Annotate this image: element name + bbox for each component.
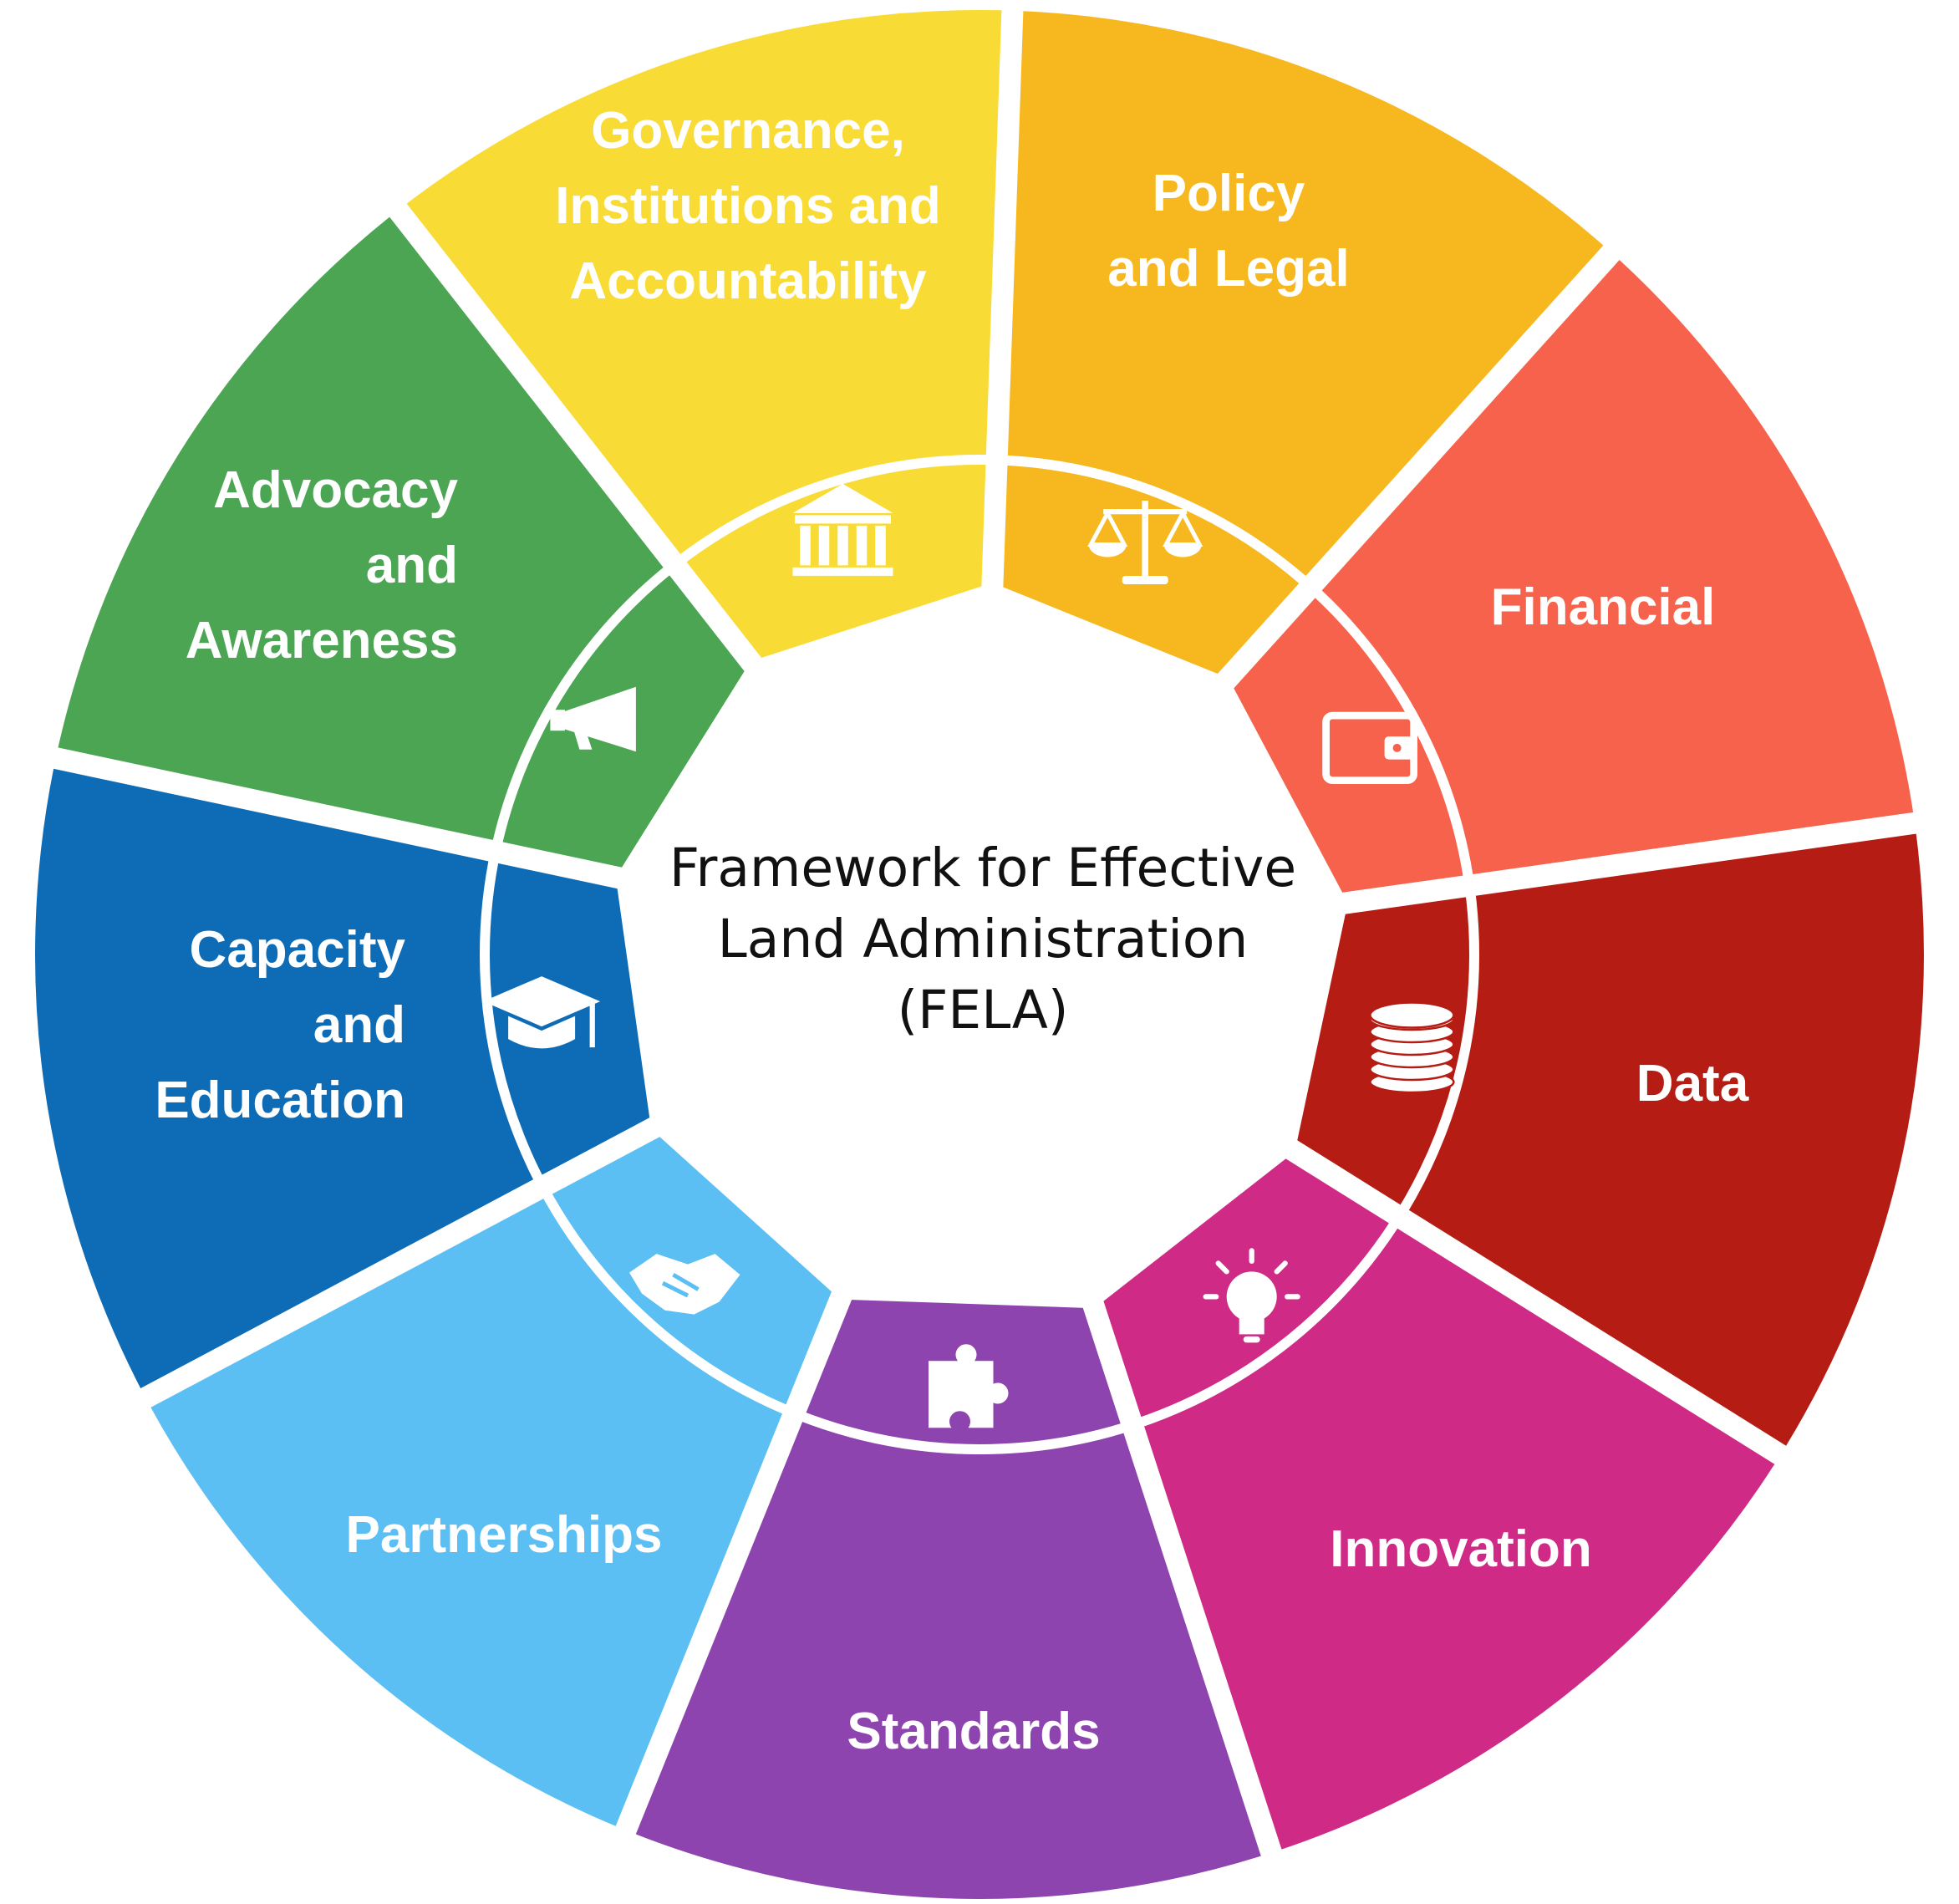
segment-label-advocacy: Awareness xyxy=(186,612,458,669)
government-building-icon xyxy=(792,483,893,576)
wallet-icon xyxy=(1322,711,1417,784)
segment-label-data: Data xyxy=(1636,1055,1749,1112)
segment-label-capacity: Capacity xyxy=(190,921,406,979)
segment-label-capacity: and xyxy=(313,996,405,1054)
segment-label-policy: and Legal xyxy=(1107,240,1349,298)
lightbulb-icon xyxy=(1203,1248,1300,1343)
segment-label-governance: Governance, xyxy=(591,102,905,160)
center-hub-shape xyxy=(615,583,1348,1309)
segment-label-advocacy: Advocacy xyxy=(213,461,458,519)
segment-data xyxy=(1290,833,1924,1446)
center-title-line-3: (FELA) xyxy=(898,980,1069,1041)
segment-label-advocacy: and xyxy=(366,537,458,594)
center-hub: Framework for Effective Land Administrat… xyxy=(669,837,1296,1041)
segment-label-governance: Accountability xyxy=(569,252,927,310)
center-title-line-2: Land Administration xyxy=(718,909,1249,970)
segment-financial xyxy=(1228,260,1914,894)
segment-innovation xyxy=(1101,1153,1775,1850)
segment-icons xyxy=(483,483,1455,1428)
segment-label-innovation: Innovation xyxy=(1330,1520,1591,1578)
wheel-segments xyxy=(35,9,1924,1899)
scales-of-justice-icon xyxy=(1087,501,1203,584)
segment-label-capacity: Education xyxy=(155,1072,405,1129)
segment-label-standards: Standards xyxy=(847,1703,1100,1760)
ring-circle xyxy=(480,455,1479,1454)
center-title-line-1: Framework for Effective xyxy=(669,837,1296,899)
segment-label-partnerships: Partnerships xyxy=(345,1506,662,1564)
puzzle-piece-icon xyxy=(929,1344,1009,1428)
inner-ring-divider xyxy=(480,455,1479,1454)
segment-advocacy xyxy=(58,216,751,869)
segment-labels: Governance, Institutions andAccountabilit… xyxy=(155,102,1748,1760)
segment-standards xyxy=(635,1291,1261,1899)
database-icon xyxy=(1369,1001,1455,1094)
megaphone-icon xyxy=(550,686,636,752)
segment-label-policy: Policy xyxy=(1153,165,1305,222)
segment-label-financial: Financial xyxy=(1491,578,1716,636)
handshake-icon xyxy=(629,1254,740,1315)
segment-label-governance: Institutions and xyxy=(555,177,941,235)
segment-capacity xyxy=(35,768,658,1388)
graduation-cap-icon xyxy=(483,976,601,1049)
